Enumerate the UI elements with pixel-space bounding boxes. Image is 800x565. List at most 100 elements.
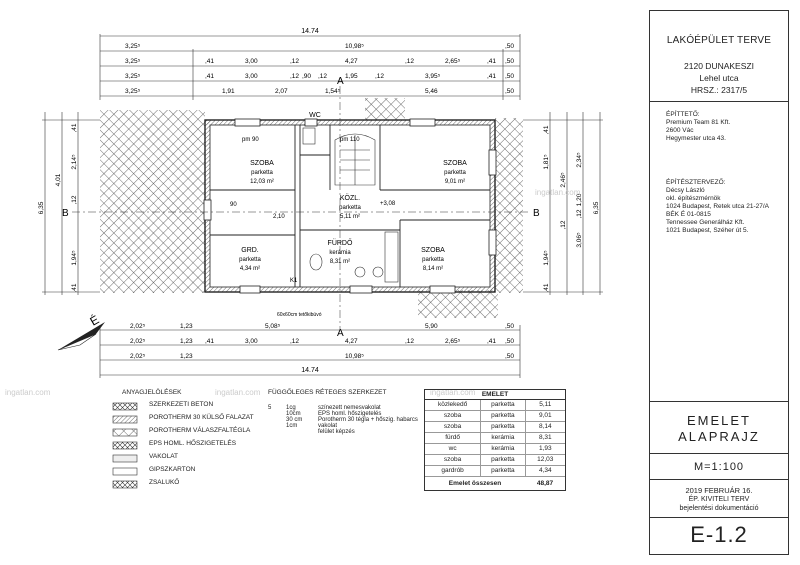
- dim-label: ,41: [205, 338, 214, 345]
- room-name: FÜRDŐ: [328, 238, 353, 247]
- cell-area: 4,34: [538, 467, 552, 474]
- windows: [203, 118, 497, 294]
- designer-line: BÉK É 01-0815: [666, 211, 711, 218]
- legend-title: ANYAGJELÖLÉSEK: [122, 389, 182, 396]
- staircase: [334, 133, 376, 186]
- dim-label: 2,46⁵: [560, 172, 567, 188]
- room-floor: parketta: [444, 170, 466, 176]
- room-area: 5,11 m²: [340, 214, 360, 220]
- section-a-top: A: [337, 76, 344, 87]
- builder-line: Premium Team 81 Kft.: [666, 119, 731, 126]
- address-line2: Lehel utca: [699, 73, 739, 83]
- title-block: LAKÓÉPÜLET TERVE 2120 DUNAKESZI Lehel ut…: [649, 10, 789, 555]
- bottom-dimension-lines: [99, 325, 521, 378]
- dim-label: 10,98⁵: [345, 43, 364, 50]
- right-dim-labels: ,41 1,81⁵ 2,46⁵ ,12 1,94⁵ ,41 2,34⁵ 3,06…: [543, 125, 600, 292]
- project-title: LAKÓÉPÜLET TERVE: [666, 35, 772, 46]
- dim-label: ,41: [71, 123, 78, 132]
- cell-room: szoba: [425, 422, 482, 432]
- dim-label: 3,95⁵: [425, 73, 441, 80]
- legend-item: GIPSZKARTON: [149, 466, 196, 473]
- section-a-bottom: A: [337, 328, 344, 339]
- dim-label: ,41: [205, 73, 214, 80]
- room-labels: SZOBA parketta 12,03 m² SZOBA parketta 9…: [239, 112, 467, 272]
- cell-area: 5,11: [539, 401, 552, 408]
- total-value: 48,87: [536, 480, 554, 487]
- roof-hatch-label: 60x60cm tetőkibúvó: [277, 312, 322, 318]
- dim-label: ,12: [290, 73, 299, 80]
- cell-room: szoba: [425, 411, 482, 421]
- cell-floor: parketta: [481, 466, 526, 476]
- watermark-text: ingatlan.com: [215, 388, 261, 397]
- divider: [650, 453, 788, 454]
- roof-area-bottom: [418, 290, 498, 318]
- builder-label: ÉPÍTTETŐ:: [666, 111, 700, 118]
- dim-label: 3,00: [245, 338, 258, 345]
- cell-room: közlekedő: [425, 400, 482, 410]
- dim-label: ,50: [505, 43, 514, 50]
- dim-label: ,90: [302, 73, 311, 80]
- dim-label: 2,02⁵: [130, 338, 146, 345]
- dim-label: ,41: [487, 338, 496, 345]
- thickness: 30 cm: [286, 417, 303, 423]
- bottom-dim-row1: 2,02⁵ 1,23 5,08⁵ 5,90 ,50: [130, 323, 514, 330]
- designer-line: 1021 Budapest, Széher út 5.: [666, 227, 749, 234]
- watermark-text: ingatlan.com: [430, 388, 476, 397]
- dim-label: 1,81⁵: [543, 154, 550, 170]
- dim-label: 2,65⁵: [445, 58, 461, 65]
- dim-label: 3,06⁵: [576, 232, 583, 248]
- dim-label: ,41: [205, 58, 214, 65]
- room-area: 9,01 m²: [445, 179, 465, 185]
- dim-label: 3,25⁵: [125, 88, 141, 95]
- top-dim-row1: 3,25⁵ 10,98⁵ ,50: [125, 43, 514, 50]
- dim-label: 4,27: [345, 338, 358, 345]
- cell-room: fürdő: [425, 433, 482, 443]
- date: 2019 FEBRUÁR 16.: [685, 486, 753, 495]
- designer-line: okl. építészmérnök: [666, 195, 721, 202]
- room-name: SZOBA: [443, 160, 467, 167]
- scale: M=1:100: [693, 461, 745, 473]
- dim-label: 3,25⁵: [125, 43, 141, 50]
- bottom-dim-row2: 2,02⁵ 1,23 ,41 3,00 ,12 4,27 ,12 2,65⁵ ,…: [130, 338, 514, 345]
- layer: Porotherm 30 tégla + hőszig. habarcs: [318, 417, 418, 423]
- dim-label: 10,98⁵: [345, 353, 364, 360]
- dim-label: 1,23: [180, 338, 193, 345]
- floor-plan-drawing: 14.74 3,25⁵ 10,98⁵ ,50 3,25⁵ ,41 3,00 ,1…: [5, 28, 603, 489]
- cell-floor: parketta: [481, 455, 526, 465]
- left-dimension-lines: [42, 112, 100, 295]
- cell-room: gardrób: [425, 466, 482, 476]
- cell-room: szoba: [425, 455, 482, 465]
- designer-label: ÉPÍTÉSZTERVEZŐ:: [666, 179, 726, 186]
- address-line1: 2120 DUNAKESZI: [684, 61, 754, 71]
- dim-label: 3,25⁵: [125, 73, 141, 80]
- legend-item: VAKOLAT: [149, 453, 179, 460]
- level-label: +3,08: [380, 201, 396, 207]
- dim-label: 6,35: [593, 201, 600, 214]
- legend-item: POROTHERM 30 KÜLSŐ FALAZAT: [149, 414, 254, 421]
- dim-label: 1,95: [345, 73, 358, 80]
- watermark-text: ingatlan.com: [535, 188, 581, 197]
- legend-item: POROTHERM VÁLASZFALTÉGLA: [149, 427, 251, 434]
- builder-line: 2600 Vác: [666, 127, 694, 134]
- dim-label: ,12: [71, 195, 78, 204]
- dim-label: ,12: [375, 73, 384, 80]
- top-dim-row3: 3,25⁵ ,41 3,00 ,12 ,90 ,12 1,95 ,12 3,95…: [125, 73, 514, 80]
- dim-label: ,12: [318, 73, 327, 80]
- dim-label: 6,35: [38, 201, 45, 214]
- roof-area-right: [495, 118, 523, 293]
- layer: EPS homl. hőszigetelés: [318, 411, 382, 417]
- dim-label: 1,20: [576, 193, 583, 206]
- room-area: 8,31 m²: [330, 259, 350, 265]
- legend-item: ZSALUKŐ: [149, 479, 180, 486]
- room-floor: parketta: [239, 257, 261, 263]
- dim-label: 2,02⁵: [130, 353, 146, 360]
- cell-floor: kerámia: [481, 433, 526, 443]
